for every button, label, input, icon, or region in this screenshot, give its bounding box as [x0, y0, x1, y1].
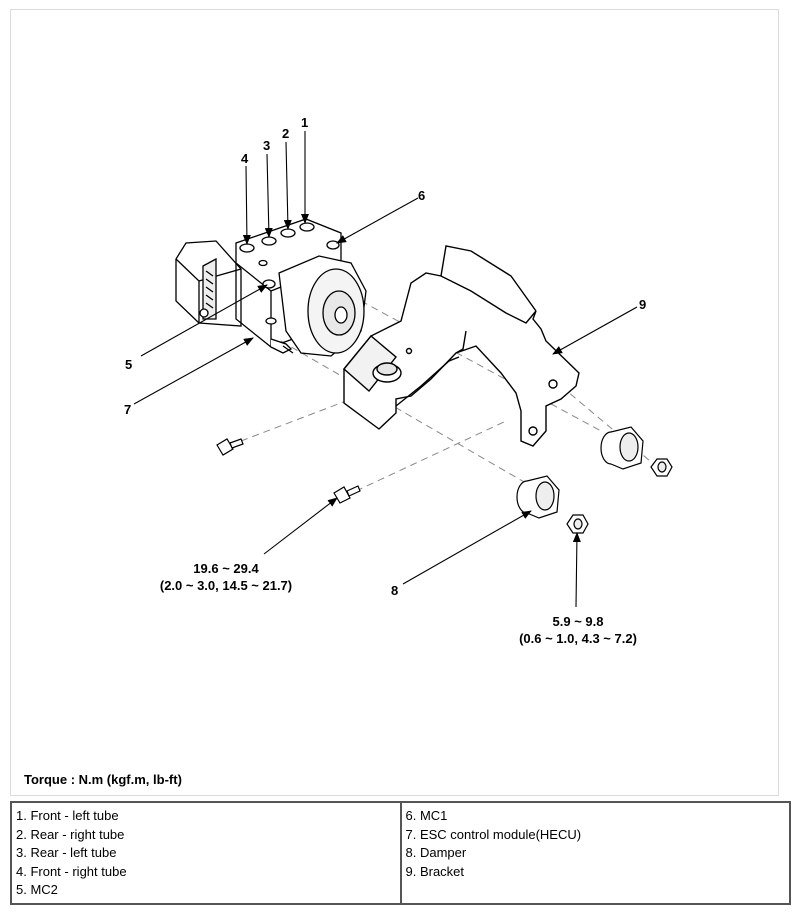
mounting-bolt: [216, 438, 244, 456]
torque-note: Torque : N.m (kgf.m, lb-ft): [24, 772, 182, 787]
legend-item: 1. Front - left tube: [16, 808, 119, 823]
nut-torque-value: 5.9 ~ 9.8: [553, 614, 604, 629]
nut-torque-units: (0.6 ~ 1.0, 4.3 ~ 7.2): [519, 631, 637, 646]
legend-column-right: 6. MC1 7. ESC control module(HECU) 8. Da…: [399, 803, 790, 903]
hecu-module: [175, 240, 242, 327]
legend-item: 4. Front - right tube: [16, 863, 127, 879]
legend-item: 3. Rear - left tube: [16, 845, 117, 860]
pump-motor: [278, 255, 367, 357]
nut-upper: [650, 458, 673, 477]
legend-item: 6. MC1: [405, 808, 448, 823]
legend-item: 5. MC2: [16, 882, 58, 897]
assembly-lines: [240, 300, 657, 492]
callout-9: 9: [639, 297, 646, 312]
esc-assembly-diagram: 1 2 3 4 5 6 7 8 9 19.6 ~ 29.4 (2.0 ~ 3.0…: [124, 115, 673, 646]
legend-column-left: 1. Front - left tube 2. Rear - right tub…: [12, 803, 400, 903]
bolt-torque-units: (2.0 ~ 3.0, 14.5 ~ 21.7): [160, 578, 292, 593]
callout-1: 1: [301, 115, 308, 130]
leader-lines: [133, 131, 638, 608]
legend-item: 2. Rear - right tube: [16, 826, 125, 842]
parts-legend: 1. Front - left tube 2. Rear - right tub…: [10, 801, 791, 905]
bolt-torque-value: 19.6 ~ 29.4: [193, 561, 259, 576]
exploded-view-figure: 1 2 3 4 5 6 7 8 9 19.6 ~ 29.4 (2.0 ~ 3.0…: [10, 9, 779, 796]
callout-4: 4: [241, 151, 249, 166]
bracket: [343, 245, 580, 447]
damper-lower: [516, 475, 560, 519]
callout-7: 7: [124, 402, 131, 417]
callout-5: 5: [125, 357, 132, 372]
nut-lower: [566, 514, 589, 534]
bracket-bolt: [333, 485, 361, 504]
callout-2: 2: [282, 126, 289, 141]
legend-item: 7. ESC control module(HECU): [405, 826, 582, 842]
callout-8: 8: [391, 583, 398, 598]
callout-3: 3: [263, 138, 270, 153]
legend-item: 9. Bracket: [405, 863, 465, 879]
callout-6: 6: [418, 188, 425, 203]
damper-upper: [600, 426, 644, 470]
legend-item: 8. Damper: [405, 845, 467, 860]
